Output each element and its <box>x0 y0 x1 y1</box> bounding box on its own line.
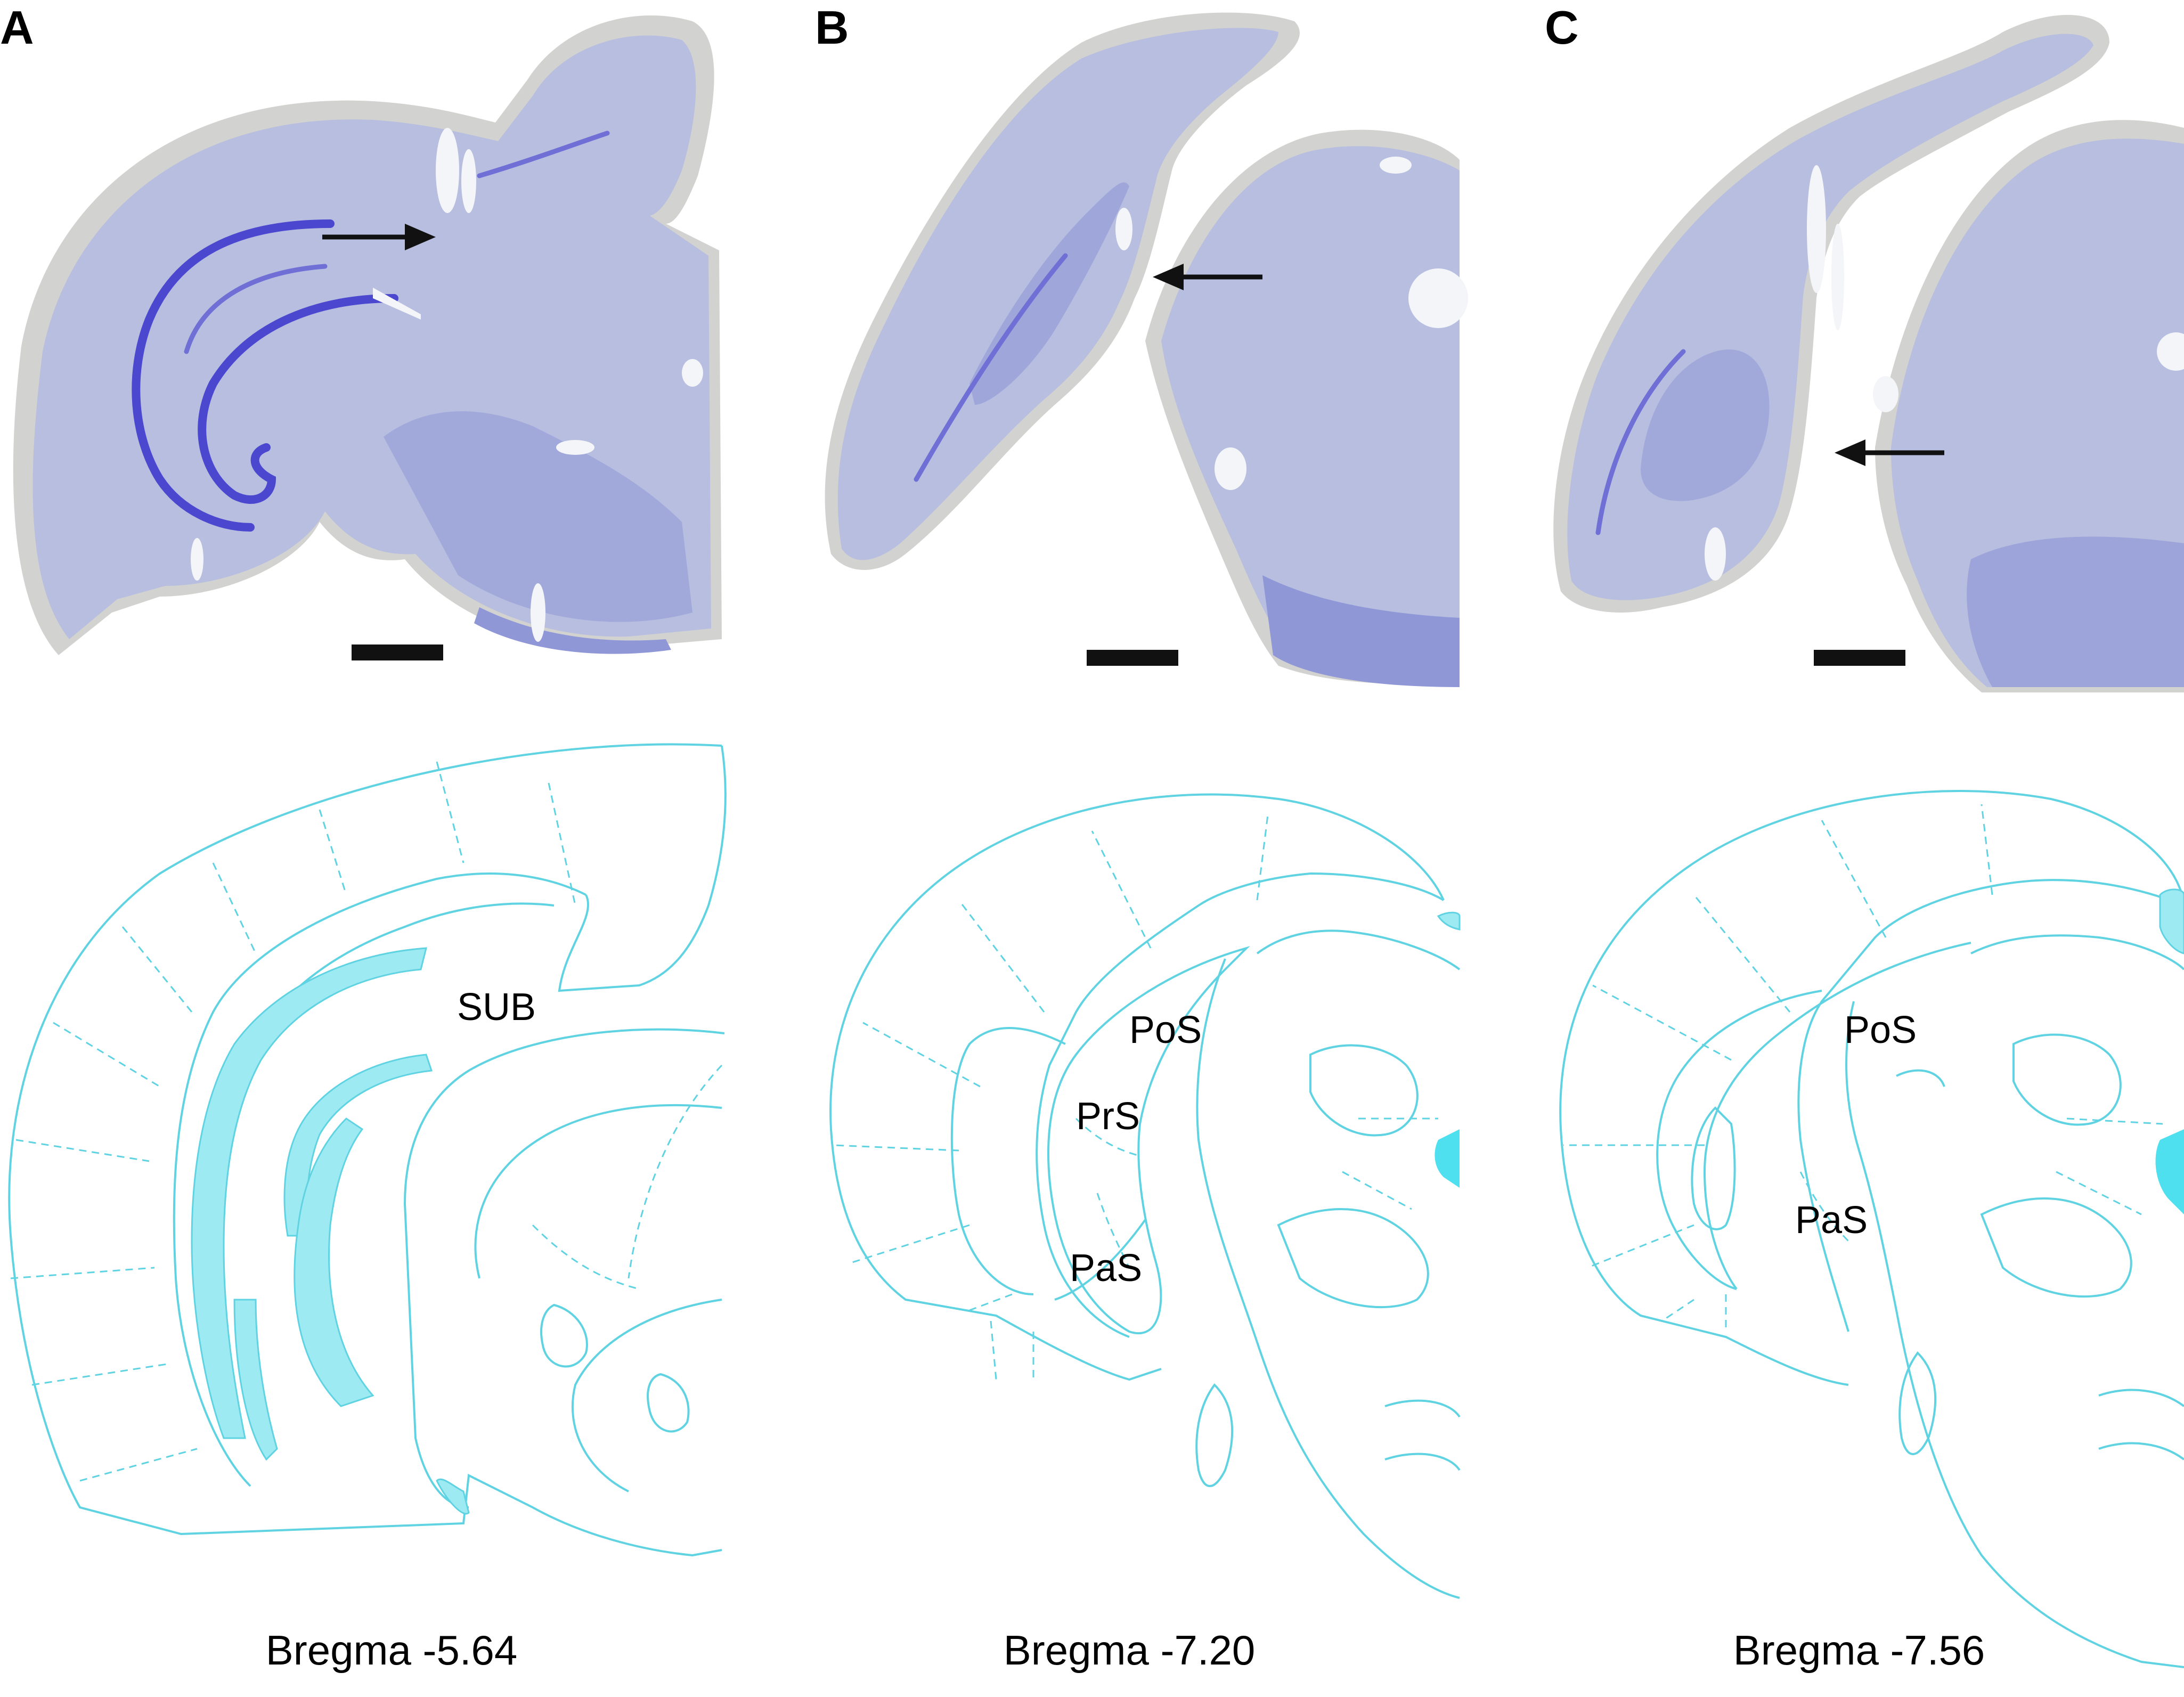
panel-b-region-pos: PoS <box>1129 1009 1202 1051</box>
panel-b-histology-image <box>825 12 1468 687</box>
panel-a-arrow <box>322 224 436 250</box>
panel-c: C <box>1545 1 2184 1674</box>
panel-c-letter: C <box>1545 1 1579 54</box>
panel-b-region-prs: PrS <box>1076 1095 1140 1138</box>
panel-a-histology-image <box>13 15 722 656</box>
panel-c-region-pos: PoS <box>1844 1009 1917 1051</box>
panel-b: B <box>815 1 1468 1674</box>
panel-b-scale-bar <box>1087 650 1178 666</box>
panel-a: A <box>0 1 727 1674</box>
panel-c-arrow <box>1835 439 1944 466</box>
panel-b-region-pas: PaS <box>1070 1247 1142 1290</box>
panel-b-arrow <box>1153 264 1262 290</box>
panel-b-bregma: Bregma -7.20 <box>1004 1627 1256 1674</box>
panel-c-bregma: Bregma -7.56 <box>1733 1627 1985 1674</box>
panel-c-atlas-diagram <box>1559 790 2184 1668</box>
panel-a-bregma: Bregma -5.64 <box>266 1627 518 1674</box>
panel-b-letter: B <box>815 1 849 54</box>
panel-a-atlas-diagram <box>8 743 727 1557</box>
panel-c-region-pas: PaS <box>1795 1199 1868 1242</box>
panel-a-scale-bar <box>352 644 443 660</box>
panel-a-letter: A <box>0 1 34 54</box>
panel-c-histology-image <box>1553 14 2184 692</box>
panel-c-scale-bar <box>1814 650 1905 666</box>
panel-a-region-sub: SUB <box>457 986 536 1029</box>
panel-b-atlas-diagram <box>829 793 1461 1599</box>
